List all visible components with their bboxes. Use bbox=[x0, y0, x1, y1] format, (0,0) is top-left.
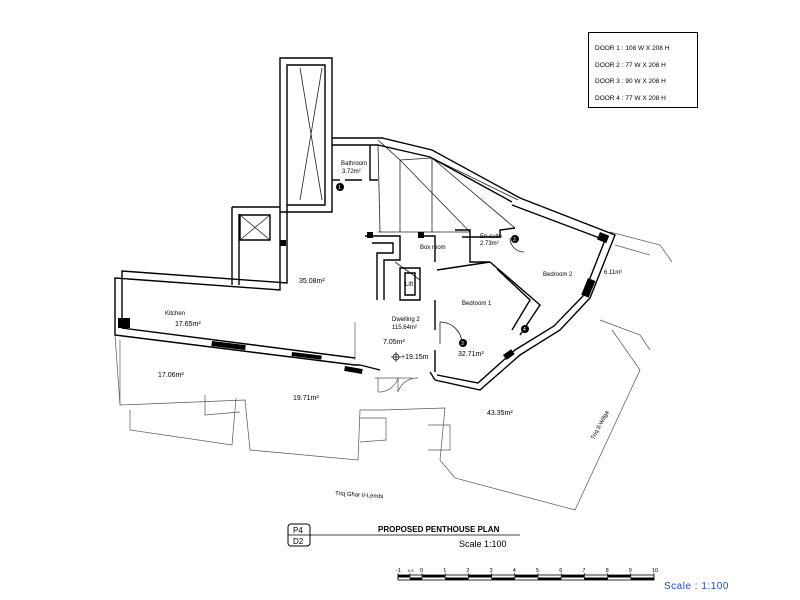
scale-bar-label: 0 bbox=[420, 568, 423, 574]
label-dwelling-area: 115.64m² bbox=[392, 325, 417, 331]
label-bedroom2: Bedroom 2 bbox=[543, 272, 573, 278]
scale-bar-label: 3 bbox=[490, 568, 493, 574]
door-legend: DOOR 1 : 108 W X 208 H DOOR 2 : 77 W X 2… bbox=[588, 32, 698, 108]
scale-bar-segment bbox=[445, 577, 469, 580]
title-scale: Scale 1:100 bbox=[459, 539, 507, 549]
label-landing-area: 7.05m² bbox=[383, 339, 405, 346]
title-block: P4 D2 PROPOSED PENTHOUSE PLAN Scale 1:10… bbox=[287, 523, 520, 549]
title-tag-bottom: D2 bbox=[293, 537, 304, 546]
scale-bar-label: 0.5 bbox=[408, 568, 414, 573]
scale-bar-label: 9 bbox=[629, 568, 632, 574]
scale-bar-segment bbox=[398, 575, 410, 578]
scale-bar-label: 1 bbox=[443, 568, 446, 574]
terrace-outlines bbox=[114, 231, 673, 511]
street-right: Triq Il-Wilga bbox=[590, 409, 611, 440]
door-tag-number: 4 bbox=[523, 327, 526, 333]
door-tag-circle bbox=[336, 183, 344, 191]
scale-bar-segment bbox=[468, 575, 492, 578]
scale-bar-segment bbox=[630, 577, 654, 580]
scale-bar-label: 8 bbox=[606, 568, 609, 574]
scale-bar-label: 6 bbox=[559, 568, 562, 574]
label-ensuite-area: 2.73m² bbox=[480, 241, 499, 247]
label-ensuite: En-suite bbox=[480, 234, 503, 240]
label-kitchen: Kitchen bbox=[165, 311, 185, 317]
scale-bar-label: -1 bbox=[396, 568, 401, 574]
scale-bar: -1 0.5 0 1 2 3 4 5 6 7 8 9 10 bbox=[396, 568, 658, 581]
door-legend-item-3: DOOR 3 : 90 W X 208 H bbox=[595, 78, 666, 85]
label-bedroom1-area: 32.71m² bbox=[458, 351, 484, 358]
scale-bar-segment bbox=[410, 577, 422, 580]
label-bathroom-area: 3.72m² bbox=[342, 169, 361, 175]
label-boxroom-text: Box room bbox=[420, 245, 446, 251]
scale-bar-label: 10 bbox=[652, 568, 658, 574]
level-marker bbox=[391, 352, 401, 362]
scale-bar-label: 7 bbox=[582, 568, 585, 574]
scale-bar-segment bbox=[422, 575, 446, 578]
scale-bar-segment bbox=[514, 575, 538, 578]
label-terrace-left: 17.06m² bbox=[158, 372, 184, 379]
door-tag-number: 2 bbox=[513, 237, 516, 243]
door-tag-circle bbox=[511, 235, 519, 243]
stair-lines bbox=[239, 67, 525, 345]
label-living-area: 35.08m² bbox=[299, 278, 325, 285]
door-legend-item-1: DOOR 1 : 108 W X 208 H bbox=[595, 45, 670, 52]
label-bathroom: Bathroom bbox=[341, 161, 367, 167]
label-bedroom1: Bedroom 1 bbox=[462, 301, 492, 307]
label-terrace-mid: 19.71m² bbox=[293, 395, 319, 402]
scale-bar-segment bbox=[538, 577, 562, 580]
scale-bar-segment bbox=[584, 577, 608, 580]
door-tag-number: 3 bbox=[461, 341, 464, 347]
door-tags bbox=[336, 183, 529, 347]
door-legend-item-4: DOOR 4 : 77 W X 208 H bbox=[595, 94, 666, 102]
label-kitchen-area: 17.65m² bbox=[175, 321, 201, 328]
wall-fills bbox=[118, 231, 610, 375]
street-bottom: Triq Għar Il-Lembi bbox=[335, 491, 383, 500]
title-tag-top: P4 bbox=[293, 526, 303, 535]
scale-caption: Scale : 1:100 bbox=[664, 581, 729, 592]
scale-bar-segment bbox=[491, 577, 515, 580]
walls bbox=[114, 57, 616, 391]
door-tag-number: 1 bbox=[338, 185, 341, 191]
label-boxroom: Box room bbox=[420, 245, 446, 251]
scale-bar-segment bbox=[561, 575, 585, 578]
label-dwelling: Dwelling 2 bbox=[392, 317, 420, 323]
scale-bar-segment bbox=[607, 575, 631, 578]
label-bedroom2-area: 6.11m² bbox=[604, 270, 622, 276]
label-lift: Lift bbox=[405, 282, 413, 288]
door-legend-item-2: DOOR 2 : 77 W X 208 H bbox=[595, 61, 666, 69]
scale-bar-label: 5 bbox=[536, 568, 539, 574]
door-tag-circle bbox=[521, 325, 529, 333]
door-tag-circle bbox=[459, 339, 467, 347]
scale-bar-label: 4 bbox=[513, 568, 516, 574]
label-terrace-right: 43.35m² bbox=[487, 410, 513, 417]
label-level: +19.15m bbox=[401, 354, 429, 361]
title-text: PROPOSED PENTHOUSE PLAN bbox=[378, 525, 500, 534]
scale-bar-label: 2 bbox=[466, 568, 469, 574]
